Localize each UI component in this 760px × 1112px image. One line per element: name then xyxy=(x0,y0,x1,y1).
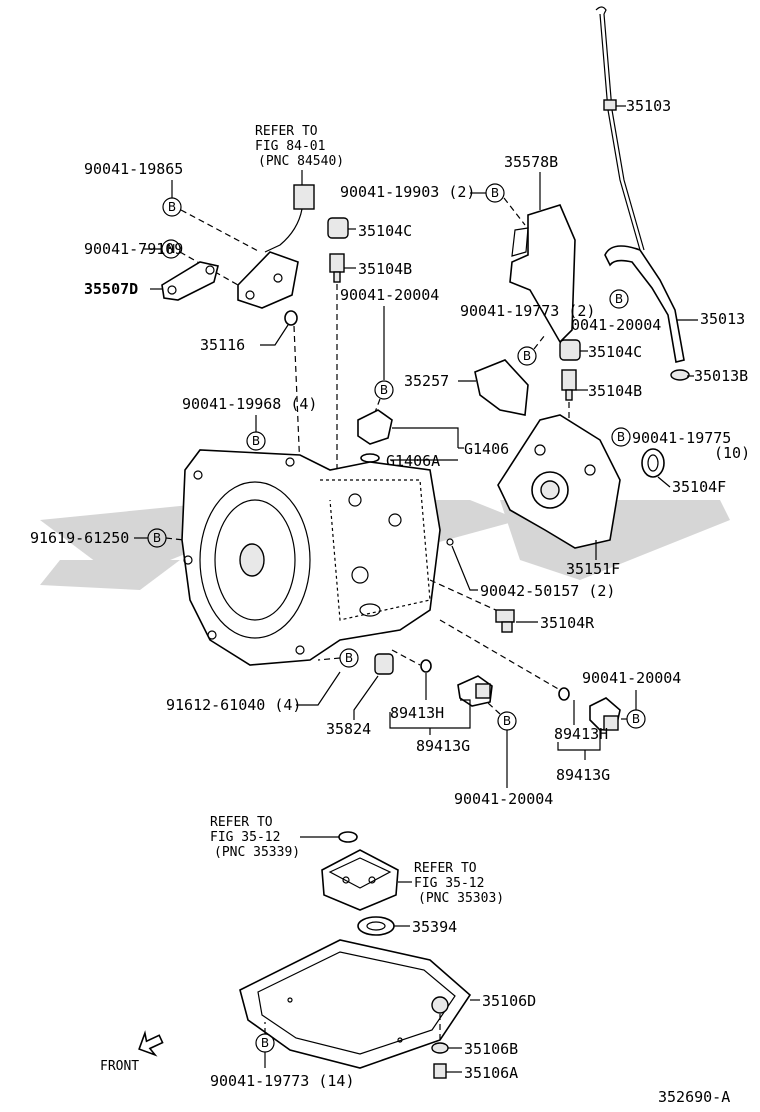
svg-text:B: B xyxy=(252,434,260,448)
svg-text:B: B xyxy=(632,712,640,726)
front-arrow-icon xyxy=(138,1030,164,1057)
label-35507d: 35507D xyxy=(84,280,138,298)
plate-35257 xyxy=(474,359,529,416)
refer2-line1: REFER TO xyxy=(210,815,273,830)
label-35116: 35116 xyxy=(200,336,245,354)
label-90041-19775-qty: (10) xyxy=(714,444,750,462)
speed-sensor-89413g-right xyxy=(589,697,621,731)
spacer-35824 xyxy=(374,653,394,675)
svg-text:B: B xyxy=(345,651,353,665)
marker-b-icon xyxy=(374,380,394,400)
label-35013b: 35013B xyxy=(694,367,748,385)
label-90041-20004-d: 90041-20004 xyxy=(582,669,681,687)
label-35824: 35824 xyxy=(326,720,371,738)
refer2-line2: FIG 35-12 xyxy=(210,830,280,845)
svg-text:B: B xyxy=(261,1036,269,1050)
sleeve-35104c-left xyxy=(327,217,349,239)
label-35394: 35394 xyxy=(412,918,457,936)
refer1-line1: REFER TO xyxy=(255,124,318,139)
refer3-line2: FIG 35-12 xyxy=(414,876,484,891)
marker-b-icon xyxy=(485,183,505,203)
oil-pan xyxy=(239,939,472,1069)
gasket-35394 xyxy=(357,916,395,936)
label-35104c-left: 35104C xyxy=(358,222,412,240)
marker-b-icon xyxy=(246,431,266,451)
label-35104b-right: 35104B xyxy=(588,382,642,400)
sheet-id: 352690-A xyxy=(658,1088,730,1106)
label-35106d: 35106D xyxy=(482,992,536,1010)
o-ring xyxy=(338,831,358,843)
svg-text:N: N xyxy=(167,242,176,256)
svg-text:B: B xyxy=(617,430,625,444)
gasket-35106b xyxy=(431,1042,449,1054)
dipstick-assembly xyxy=(595,6,690,381)
front-label: FRONT xyxy=(100,1059,139,1074)
oil-seal-35104f xyxy=(641,448,665,478)
label-90041-19775: 90041-19775 xyxy=(632,429,731,447)
svg-text:B: B xyxy=(168,200,176,214)
label-35257: 35257 xyxy=(404,372,449,390)
label-90042-50157: 90042-50157 (2) xyxy=(480,582,615,600)
marker-b-icon xyxy=(611,427,631,447)
label-89413g-right: 89413G xyxy=(556,766,610,784)
label-90041-19968: 90041-19968 (4) xyxy=(182,395,317,413)
marker-b-icon xyxy=(517,346,537,366)
label-35104b-left: 35104B xyxy=(358,260,412,278)
refer1-line2: FIG 84-01 xyxy=(255,139,325,154)
marker-b-icon xyxy=(162,197,182,217)
label-35104r: 35104R xyxy=(540,614,595,632)
label-35104c-right: 35104C xyxy=(588,343,642,361)
marker-n-icon xyxy=(161,239,181,259)
label-91612-61040: 91612-61040 (4) xyxy=(166,696,301,714)
label-89413h-right: 89413H xyxy=(554,725,608,743)
transmission-case xyxy=(181,449,441,666)
neutral-start-switch xyxy=(237,184,315,309)
label-90041-20004-c: 90041-20004 xyxy=(454,790,553,808)
svg-text:B: B xyxy=(615,292,623,306)
label-35106b: 35106B xyxy=(464,1040,518,1058)
bracket-35578b xyxy=(509,204,576,344)
label-89413g-left: 89413G xyxy=(416,737,470,755)
label-35104f: 35104F xyxy=(672,478,726,496)
label-35103: 35103 xyxy=(626,97,671,115)
svg-text:B: B xyxy=(380,383,388,397)
refer3-line1: REFER TO xyxy=(414,861,477,876)
label-90041-19903: 90041-19903 (2) xyxy=(340,183,475,201)
label-35013: 35013 xyxy=(700,310,745,328)
label-35151f: 35151F xyxy=(566,560,620,578)
label-35106a: 35106A xyxy=(464,1064,518,1082)
sleeve-35104c-right xyxy=(559,339,581,361)
shaft-35104b-left xyxy=(329,253,345,283)
plug-35104r xyxy=(495,609,515,633)
label-90041-19865: 90041-19865 xyxy=(84,160,183,178)
svg-text:B: B xyxy=(503,714,511,728)
solenoid-g1406 xyxy=(357,409,393,463)
marker-b-icon xyxy=(609,289,629,309)
svg-text:B: B xyxy=(153,531,161,545)
refer3-line3: (PNC 35303) xyxy=(418,891,504,906)
label-90041-20004-b: 90041-20004 xyxy=(562,316,661,334)
svg-text:B: B xyxy=(523,349,531,363)
speed-sensor-89413g-left xyxy=(457,675,493,707)
label-90041-19773-2: 90041-19773 (2) xyxy=(460,302,595,320)
label-90041-19773-14: 90041-19773 (14) xyxy=(210,1072,355,1090)
extension-housing-35151f xyxy=(497,414,621,549)
label-90041-79109: 90041-79109 xyxy=(84,240,183,258)
shaft-35104b-right xyxy=(561,369,577,401)
label-91619-61250: 91619-61250 xyxy=(30,529,129,547)
svg-text:B: B xyxy=(491,186,499,200)
drain-plug-35106a xyxy=(433,1063,447,1079)
seal-35116 xyxy=(284,310,298,326)
oil-strainer xyxy=(321,849,399,911)
label-35578b: 35578B xyxy=(504,153,558,171)
label-89413h-left: 89413H xyxy=(390,704,444,722)
label-g1406: G1406 xyxy=(464,440,509,458)
label-90041-20004-a: 90041-20004 xyxy=(340,286,439,304)
refer2-line3: (PNC 35339) xyxy=(214,845,300,860)
refer1-line3: (PNC 84540) xyxy=(258,154,344,169)
control-lever-35507d xyxy=(161,261,219,301)
